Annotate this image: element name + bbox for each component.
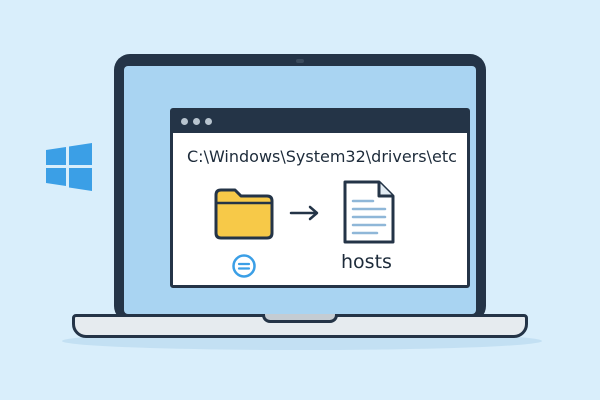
file-name-label: hosts [341,251,392,273]
windows-logo-icon [46,143,92,191]
folder-path: C:\Windows\System32\drivers\etc [187,147,457,166]
window-control-dot[interactable] [181,118,188,125]
explorer-window: C:\Windows\System32\drivers\etc h [170,108,470,288]
folder-icon[interactable] [213,185,275,241]
laptop-camera [296,59,304,63]
document-icon[interactable] [341,179,397,245]
window-control-dot[interactable] [193,118,200,125]
arrow-right-icon [289,205,319,221]
settings-lines-icon[interactable] [232,254,256,278]
laptop-notch [262,314,338,323]
window-control-dot[interactable] [205,118,212,125]
window-titlebar [173,111,467,133]
